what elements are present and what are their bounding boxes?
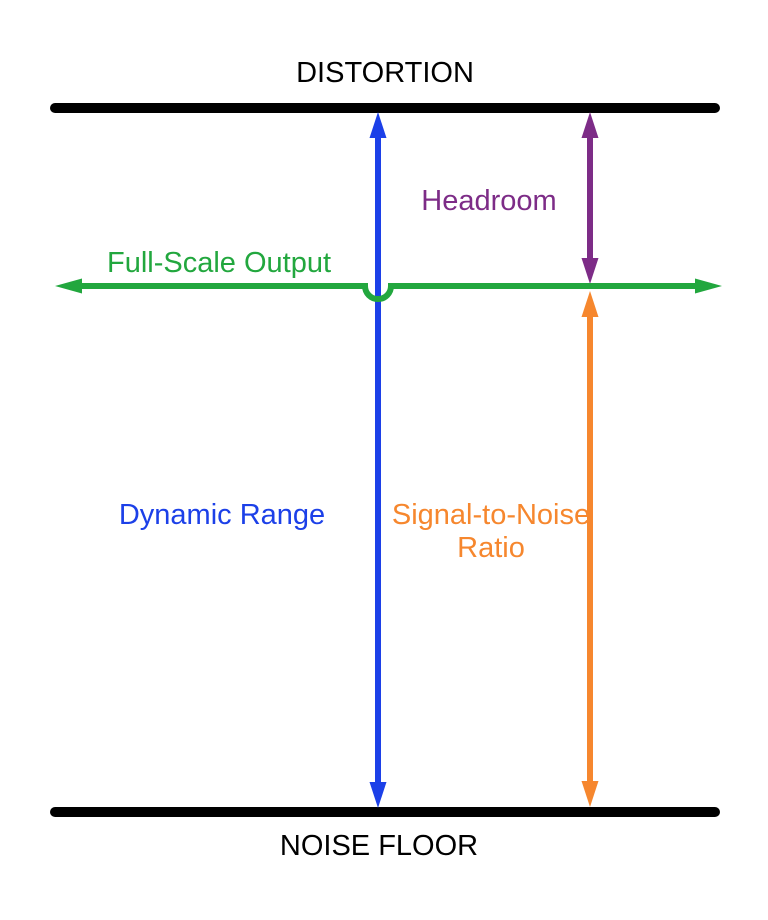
- dynamic-range-arrowhead-up-icon: [369, 112, 387, 138]
- snr-arrowhead-up-icon: [581, 291, 599, 317]
- snr-arrowhead-down-icon: [581, 781, 599, 807]
- full-scale-output-line: [78, 283, 700, 302]
- noise-floor-label: NOISE FLOOR: [279, 830, 479, 862]
- headroom-arrowhead-down-icon: [581, 258, 599, 284]
- distortion-label: DISTORTION: [296, 57, 474, 89]
- headroom-arrowhead-up-icon: [581, 112, 599, 138]
- full-scale-arrowhead-left-icon: [55, 278, 82, 294]
- signal-to-noise-ratio-label-line1: Signal-to-Noise: [391, 499, 591, 531]
- dynamic-range-arrowhead-down-icon: [369, 782, 387, 808]
- signal-to-noise-ratio-label-line2: Ratio: [457, 532, 525, 565]
- full-scale-output-label: Full-Scale Output: [106, 247, 332, 279]
- full-scale-arrowhead-right-icon: [695, 278, 722, 294]
- headroom-label: Headroom: [421, 185, 557, 217]
- dynamic-range-label: Dynamic Range: [118, 499, 326, 531]
- signal-to-noise-ratio-label: Signal-to-Noise Ratio: [392, 499, 590, 566]
